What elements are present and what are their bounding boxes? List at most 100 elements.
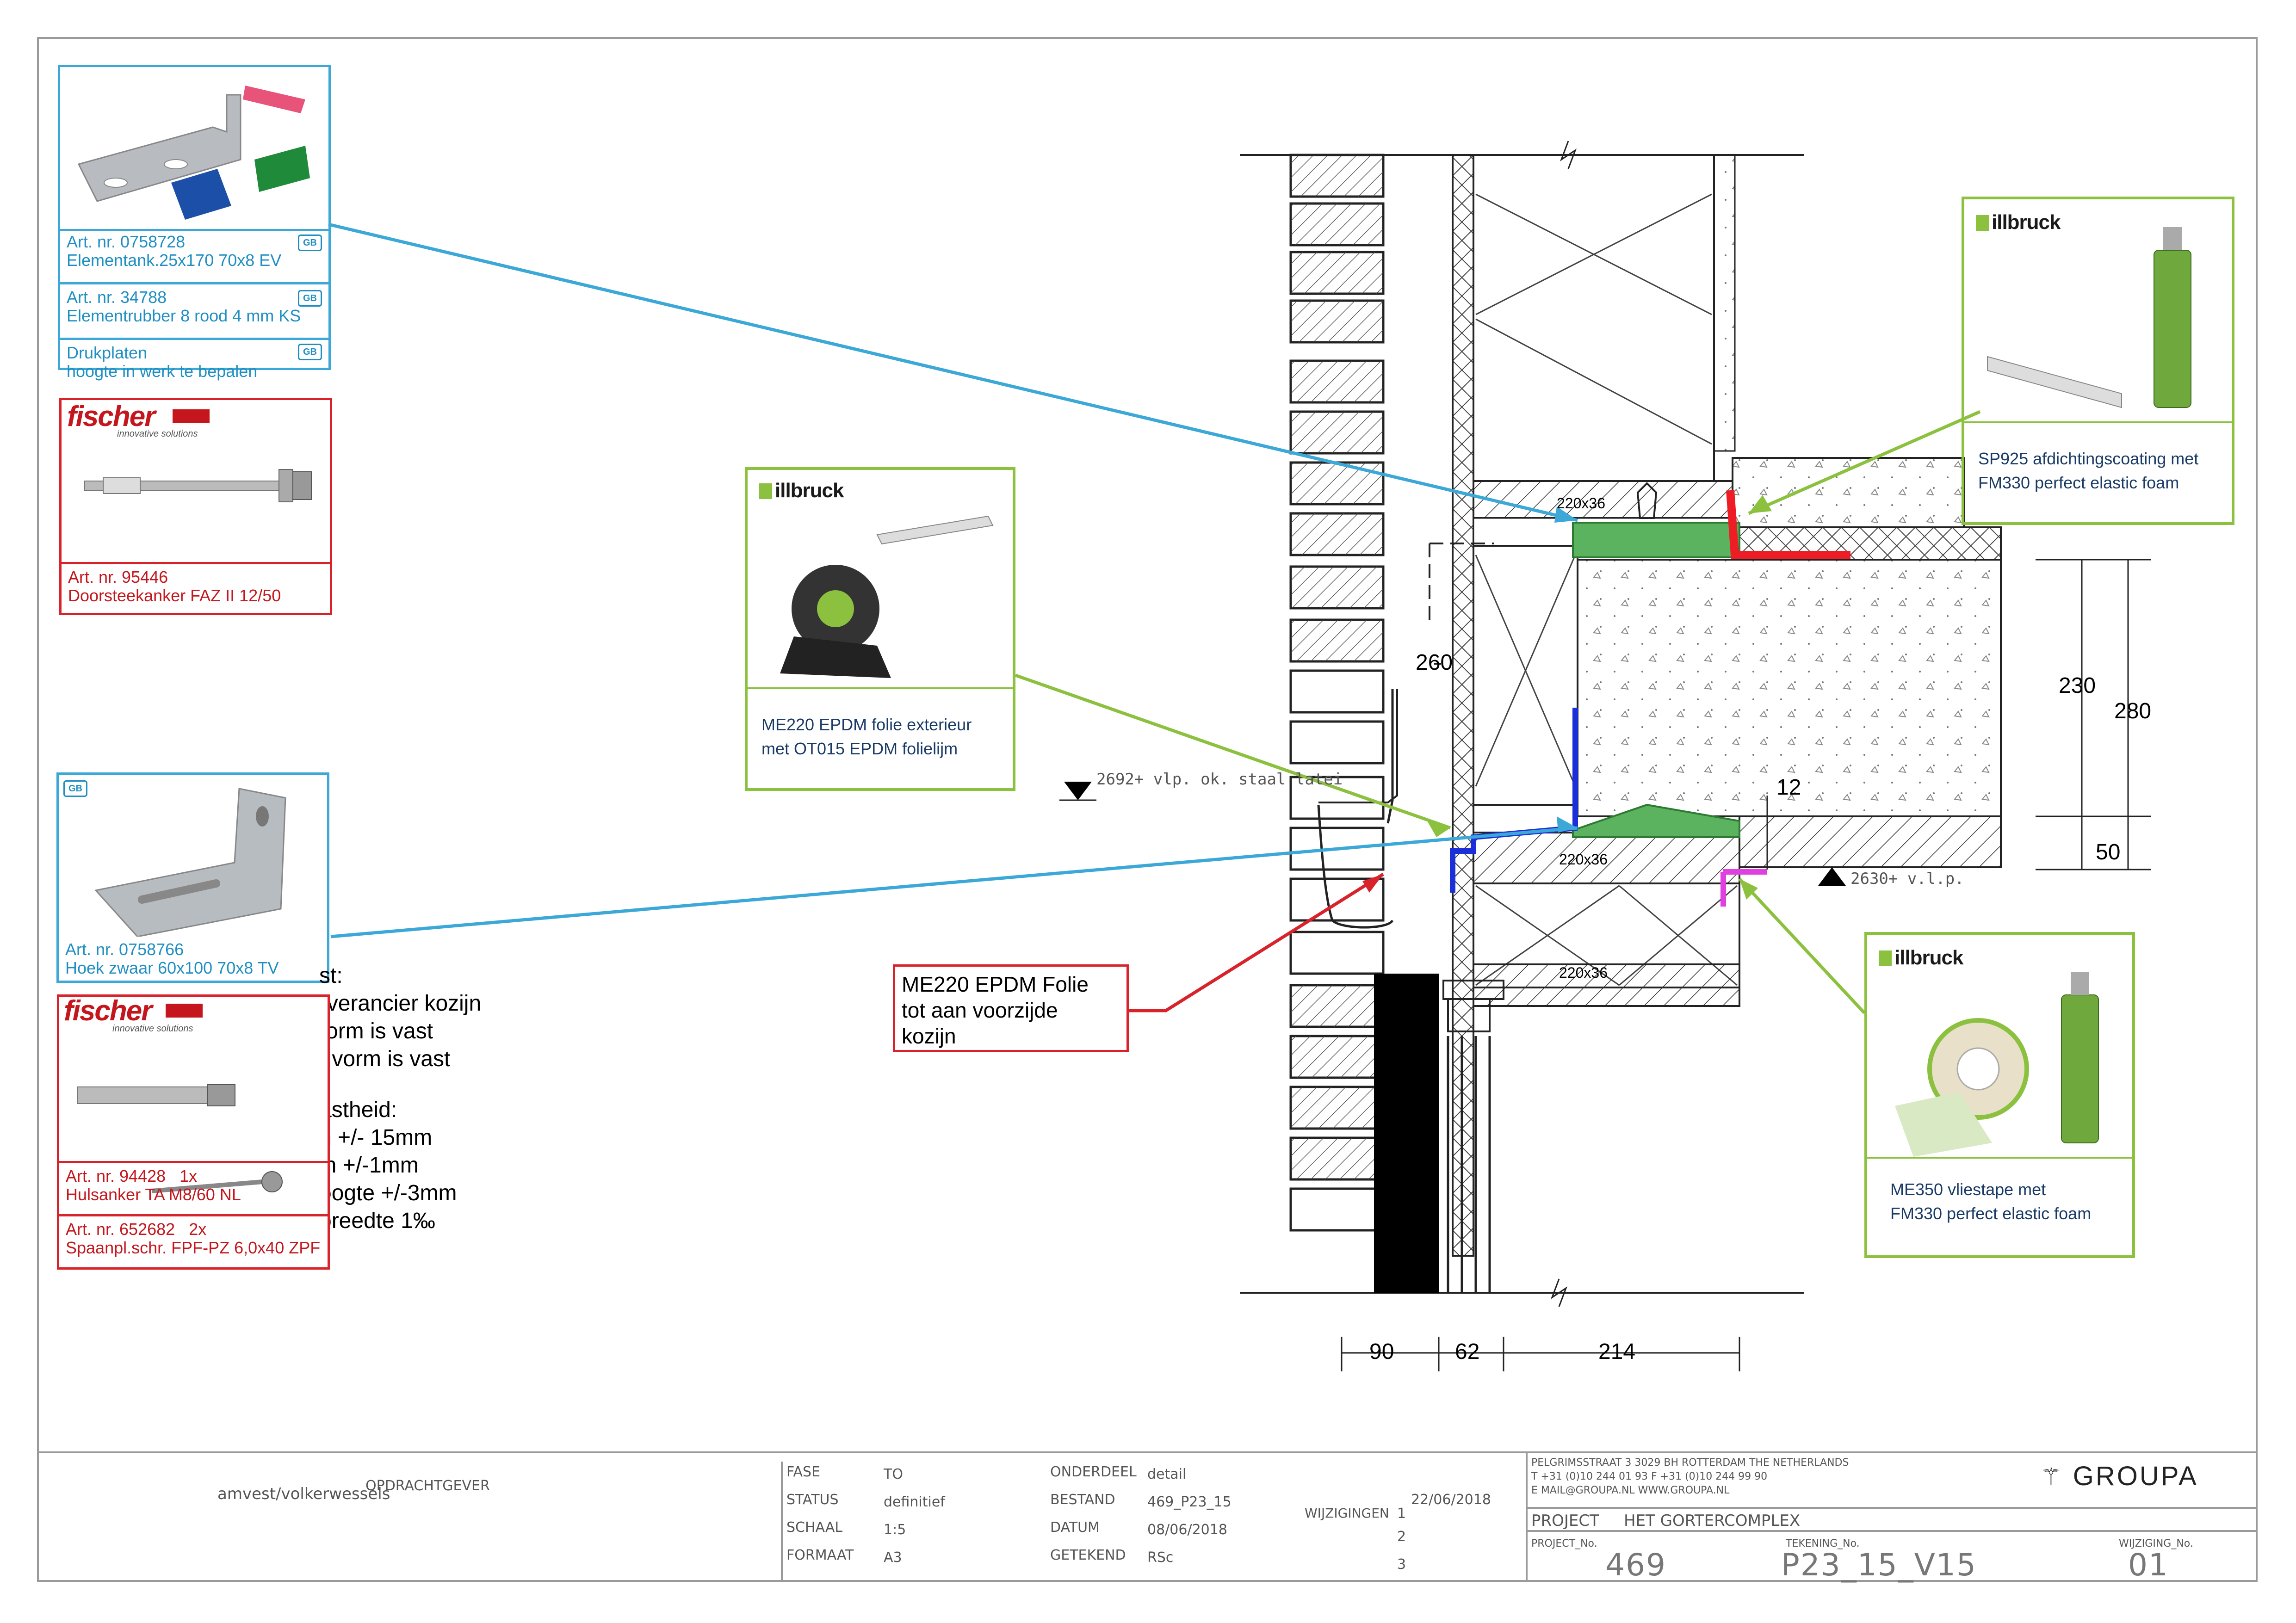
- dim-62: 62: [1455, 1339, 1480, 1364]
- dragonfly-icon: ⚚: [2040, 1464, 2064, 1491]
- client-name: amvest/volkerwessels: [217, 1485, 390, 1503]
- wijzigingen-label: WIJZIGINGEN: [1305, 1506, 1389, 1521]
- drawing-frame: [37, 37, 2258, 1582]
- fischer-logo: fischer: [67, 401, 155, 432]
- tekening-no: P23_15_V15: [1781, 1547, 1977, 1583]
- product-line: ME220 EPDM folie exterieur: [761, 715, 972, 734]
- product-line: FM330 perfect elastic foam: [1890, 1204, 2092, 1223]
- article-description: Hoek zwaar 60x100 70x8 TV: [65, 958, 279, 977]
- hoek-card: GB Art. nr. 0758766 Hoek zwaar 60x100 70…: [56, 772, 329, 983]
- illbruck-me220-card: illbruck ME220 EPDM folie exterieur met …: [745, 467, 1015, 791]
- note-line: st:: [319, 963, 343, 988]
- dim-12: 12: [1776, 775, 1801, 800]
- art-number: Art. nr. 34788: [67, 288, 167, 307]
- dim-280: 280: [2114, 699, 2152, 723]
- formaat-label: FORMAAT: [786, 1547, 854, 1563]
- note-line: ME220 EPDM Folie: [902, 972, 1089, 996]
- note-line: n +/- 15mm: [319, 1125, 433, 1150]
- getekend-label: GETEKEND: [1050, 1547, 1126, 1563]
- company-phone: T +31 (0)10 244 01 93 F +31 (0)10 244 99…: [1531, 1471, 1768, 1482]
- dim-90: 90: [1369, 1339, 1394, 1364]
- article-description: Elementrubber 8 rood 4 mm KS: [67, 306, 301, 325]
- fischer-flag-icon: [173, 409, 210, 423]
- dim-260: 260: [1416, 650, 1453, 675]
- element-anchor-row-3: Drukplaten hoogte in werk te bepalen GB: [60, 340, 328, 381]
- hidden-note-text: st: everancier kozijn vorm is vast s vor…: [315, 962, 481, 1235]
- fase-value: TO: [884, 1466, 903, 1482]
- product-line: ME350 vliestape met: [1890, 1180, 2046, 1199]
- datum-value: 08/06/2018: [1147, 1522, 1227, 1538]
- note-line: jn +/-1mm: [319, 1153, 419, 1178]
- note-line: tot aan voorzijde: [902, 998, 1058, 1022]
- fischer-faz-card: fischer innovative solutions Art. nr. 95…: [59, 398, 332, 615]
- wijziging-1: 1: [1397, 1506, 1406, 1522]
- formaat-value: A3: [884, 1549, 902, 1566]
- product-line: SP925 afdichtingscoating met: [1978, 449, 2199, 468]
- note-line: vorm is vast: [315, 1019, 433, 1043]
- level-marker-2692: [1064, 782, 1092, 800]
- epdm-foil-note: ME220 EPDM Folie tot aan voorzijde kozij…: [893, 964, 1129, 1052]
- project-no: 469: [1605, 1547, 1666, 1583]
- wijziging-2: 2: [1397, 1529, 1406, 1545]
- article-description: Spaanpl.schr. FPF-PZ 6,0x40 ZPF: [66, 1238, 321, 1257]
- product-line: FM330 perfect elastic foam: [1978, 473, 2179, 492]
- product-description: ME220 EPDM folie exterieur met OT015 EPD…: [761, 713, 972, 761]
- tape-product-image: [1895, 972, 2099, 1157]
- note-line: everancier kozijn: [315, 991, 482, 1016]
- wijziging-3: 3: [1397, 1556, 1406, 1573]
- article-description: hoogte in werk te bepalen: [67, 362, 258, 381]
- tekening-no-label: TEKENING_No.: [1786, 1538, 1860, 1549]
- gb-badge-icon: GB: [298, 344, 322, 360]
- art-number: Art. nr. 95446: [68, 568, 168, 586]
- art-number: Art. nr. 0758728: [67, 232, 186, 251]
- level-2692-label: 2692+ vlp. ok. staal latei: [1096, 770, 1343, 789]
- level-marker-2630: [1818, 867, 1846, 886]
- product-description: SP925 afdichtingscoating met FM330 perfe…: [1978, 447, 2198, 495]
- project-label: PROJECT: [1531, 1512, 1599, 1530]
- element-anchor-card: Art. nr. 0758728 Elementank.25x170 70x8 …: [58, 65, 331, 381]
- angle-bracket-image: [94, 788, 286, 937]
- fischer-logo: fischer: [64, 995, 152, 1027]
- element-anchor-image: [60, 67, 328, 231]
- wijziging-1-date: 22/06/2018: [1411, 1492, 1491, 1508]
- company-address: PELGRIMSSTRAAT 3 3029 BH ROTTERDAM THE N…: [1531, 1457, 1849, 1469]
- status-label: STATUS: [786, 1492, 839, 1508]
- art-number: Drukplaten: [67, 343, 148, 362]
- epdm-roll-image: [780, 515, 994, 678]
- groupa-logo: ⚚ GROUPA: [2040, 1461, 2198, 1492]
- status-value: definitief: [884, 1494, 945, 1510]
- note-line: oogte +/-3mm: [319, 1181, 457, 1205]
- dim-230: 230: [2059, 673, 2096, 698]
- product-line: met OT015 EPDM folielijm: [761, 739, 958, 758]
- fischer-ta-line-1: Art. nr. 94428 1x Hulsanker TA M8/60 NL: [59, 1161, 328, 1214]
- dim-50: 50: [2096, 840, 2121, 864]
- fischer-faz-info: Art. nr. 95446 Doorsteekanker FAZ II 12/…: [62, 562, 330, 613]
- onderdeel-label: ONDERDEEL: [1050, 1464, 1137, 1480]
- illbruck-logo: illbruck: [1976, 211, 2061, 234]
- getekend-value: RSc: [1147, 1549, 1174, 1566]
- client-label: OPDRACHTGEVER: [365, 1478, 490, 1494]
- article-description: Hulsanker TA M8/60 NL: [66, 1185, 241, 1204]
- gb-badge-icon: GB: [63, 780, 87, 797]
- level-2630-label: 2630+ v.l.p.: [1850, 870, 1964, 888]
- dim-214: 214: [1598, 1339, 1636, 1364]
- illbruck-logo: illbruck: [759, 479, 844, 502]
- note-line: kozijn: [902, 1024, 956, 1048]
- card-divider: [1964, 421, 2232, 423]
- fischer-flag-icon: [166, 1004, 203, 1018]
- project-no-label: PROJECT_No.: [1531, 1538, 1597, 1549]
- illbruck-sp925-card: illbruck SP925 afdichtingscoating met FM…: [1962, 197, 2234, 525]
- note-line: breedte 1‰: [319, 1209, 435, 1233]
- schaal-value: 1:5: [884, 1522, 906, 1538]
- gb-badge-icon: GB: [298, 235, 322, 251]
- beam-label-mid: 220x36: [1559, 851, 1608, 868]
- fase-label: FASE: [786, 1464, 821, 1480]
- article-description: Doorsteekanker FAZ II 12/50: [68, 586, 281, 605]
- fischer-tagline: innovative solutions: [117, 429, 198, 439]
- card-divider: [1867, 1157, 2132, 1159]
- logo-text: GROUPA: [2073, 1461, 2198, 1491]
- note-line: astheid:: [319, 1098, 397, 1122]
- gb-badge-icon: GB: [298, 290, 322, 307]
- coating-product-image: [1987, 227, 2191, 408]
